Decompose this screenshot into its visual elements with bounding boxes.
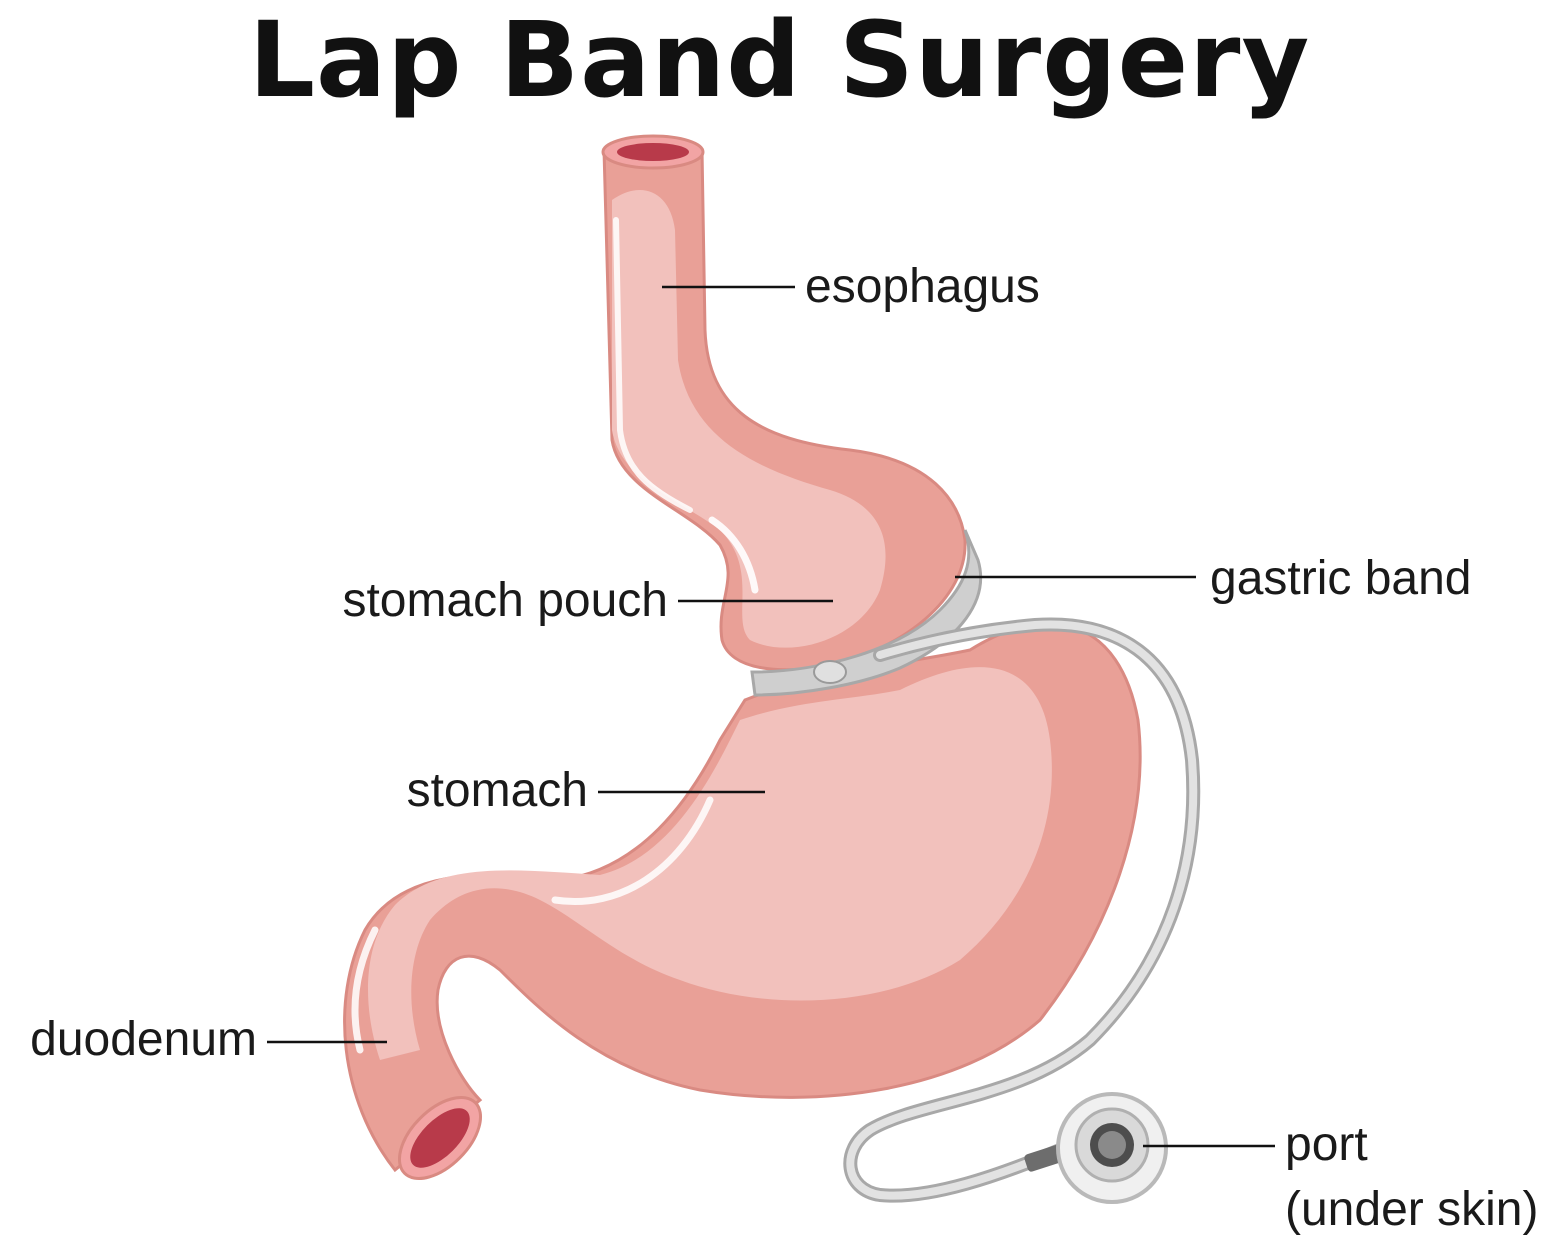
label-stomach: stomach xyxy=(407,764,588,817)
stomach-shape xyxy=(343,622,1142,1173)
label-esophagus: esophagus xyxy=(805,260,1040,313)
label-port: port xyxy=(1285,1118,1368,1171)
label-gastric-band: gastric band xyxy=(1210,552,1472,605)
esophagus-shape xyxy=(602,148,967,672)
diagram-title: Lap Band Surgery xyxy=(248,0,1311,121)
gastric-band xyxy=(750,529,983,697)
label-port-under-skin: (under skin) xyxy=(1285,1183,1538,1236)
esophagus-opening xyxy=(601,134,705,170)
port-device xyxy=(1056,1092,1168,1204)
duodenum-opening xyxy=(397,1095,483,1181)
label-stomach-pouch: stomach pouch xyxy=(342,574,668,627)
leader-lines xyxy=(267,285,1275,1148)
label-duodenum: duodenum xyxy=(30,1013,257,1066)
